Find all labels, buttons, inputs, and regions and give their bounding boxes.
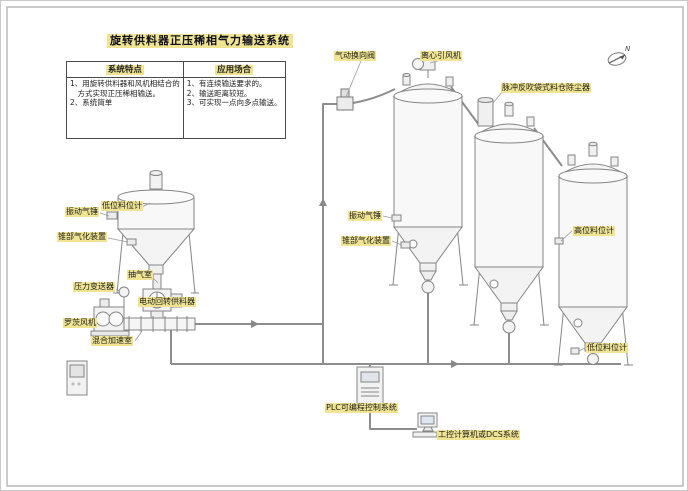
silo-2 [470, 97, 549, 334]
label-induced-draft-fan: 离心引风机 [420, 51, 462, 61]
label-dust-collector: 脉冲反吹袋式料仓除尘器 [501, 83, 591, 93]
label-cone-aeration-left: 锥部气化装置 [57, 232, 107, 242]
computer-icon [412, 412, 438, 438]
label-high-level: 高位料位计 [573, 226, 615, 236]
page-title: 旋转供料器正压稀相气力输送系统 [107, 34, 293, 48]
feed-hopper [106, 170, 199, 294]
silo-1 [389, 58, 468, 294]
induced-draft-fan-icon [412, 58, 436, 78]
spec-features-list: 1、用旋转供料器和风机相结合的 方式实现正压稀相输送。2、系统简单 [66, 77, 184, 139]
spec-applications-list: 1、有连续输送要求的。2、输送距离较短。3、可实现一点向多点输送。 [182, 77, 286, 139]
spec-header-applications-cell: 应用场合 [182, 61, 286, 78]
label-plc-system: PLC可编程控制系统 [325, 403, 398, 413]
label-low-level-left: 低位料位计 [101, 201, 143, 211]
label-directional-valve: 气动换向阀 [334, 51, 376, 61]
flow-arrows [251, 198, 459, 368]
roots-blower-unit [90, 298, 130, 337]
leader-lines [99, 59, 586, 352]
vibration-hammer-right-icon [391, 214, 402, 222]
label-computer-system: 工控计算机或DCS系统 [437, 430, 520, 440]
label-vibration-hammer-left: 振动气锤 [65, 207, 99, 217]
label-pressure-transmitter: 压力变送器 [73, 282, 115, 292]
label-rotary-feeder: 电动回转供料器 [138, 297, 196, 307]
label-vibration-hammer-right: 振动气锤 [348, 211, 382, 221]
low-level-sensor-right-icon [570, 347, 580, 355]
label-compass-n: N [625, 45, 631, 53]
mixing-chamber-unit [118, 316, 196, 332]
manhole-icon [489, 279, 499, 289]
spec-header-features: 系统特点 [105, 65, 144, 75]
dust-collector-icon [477, 97, 494, 127]
label-air-extraction-chamber: 抽气室 [127, 270, 153, 280]
label-roots-blower: 罗茨风机 [63, 318, 97, 328]
high-level-sensor-icon [554, 237, 564, 245]
drawing-border [6, 6, 684, 487]
label-mixing-chamber: 混合加速室 [91, 336, 133, 346]
compass-icon [607, 52, 627, 66]
manhole-icon [573, 318, 583, 328]
spec-header-applications: 应用场合 [215, 65, 254, 75]
cone-aeration-left-icon [126, 238, 137, 246]
plc-box [356, 366, 384, 406]
pressure-transmitter-unit [118, 286, 130, 307]
silo-3 [554, 141, 633, 366]
spec-table: 系统特点 应用场合 1、用旋转供料器和风机相结合的 方式实现正压稀相输送。2、系… [66, 61, 286, 139]
label-low-level-right: 低位料位计 [586, 343, 628, 353]
spec-header-features-cell: 系统特点 [66, 61, 184, 78]
cone-aeration-right-icon [400, 241, 411, 249]
label-cone-aeration-right: 锥部气化装置 [341, 236, 391, 246]
directional-valve [336, 88, 354, 111]
control-cabinet [66, 360, 88, 396]
